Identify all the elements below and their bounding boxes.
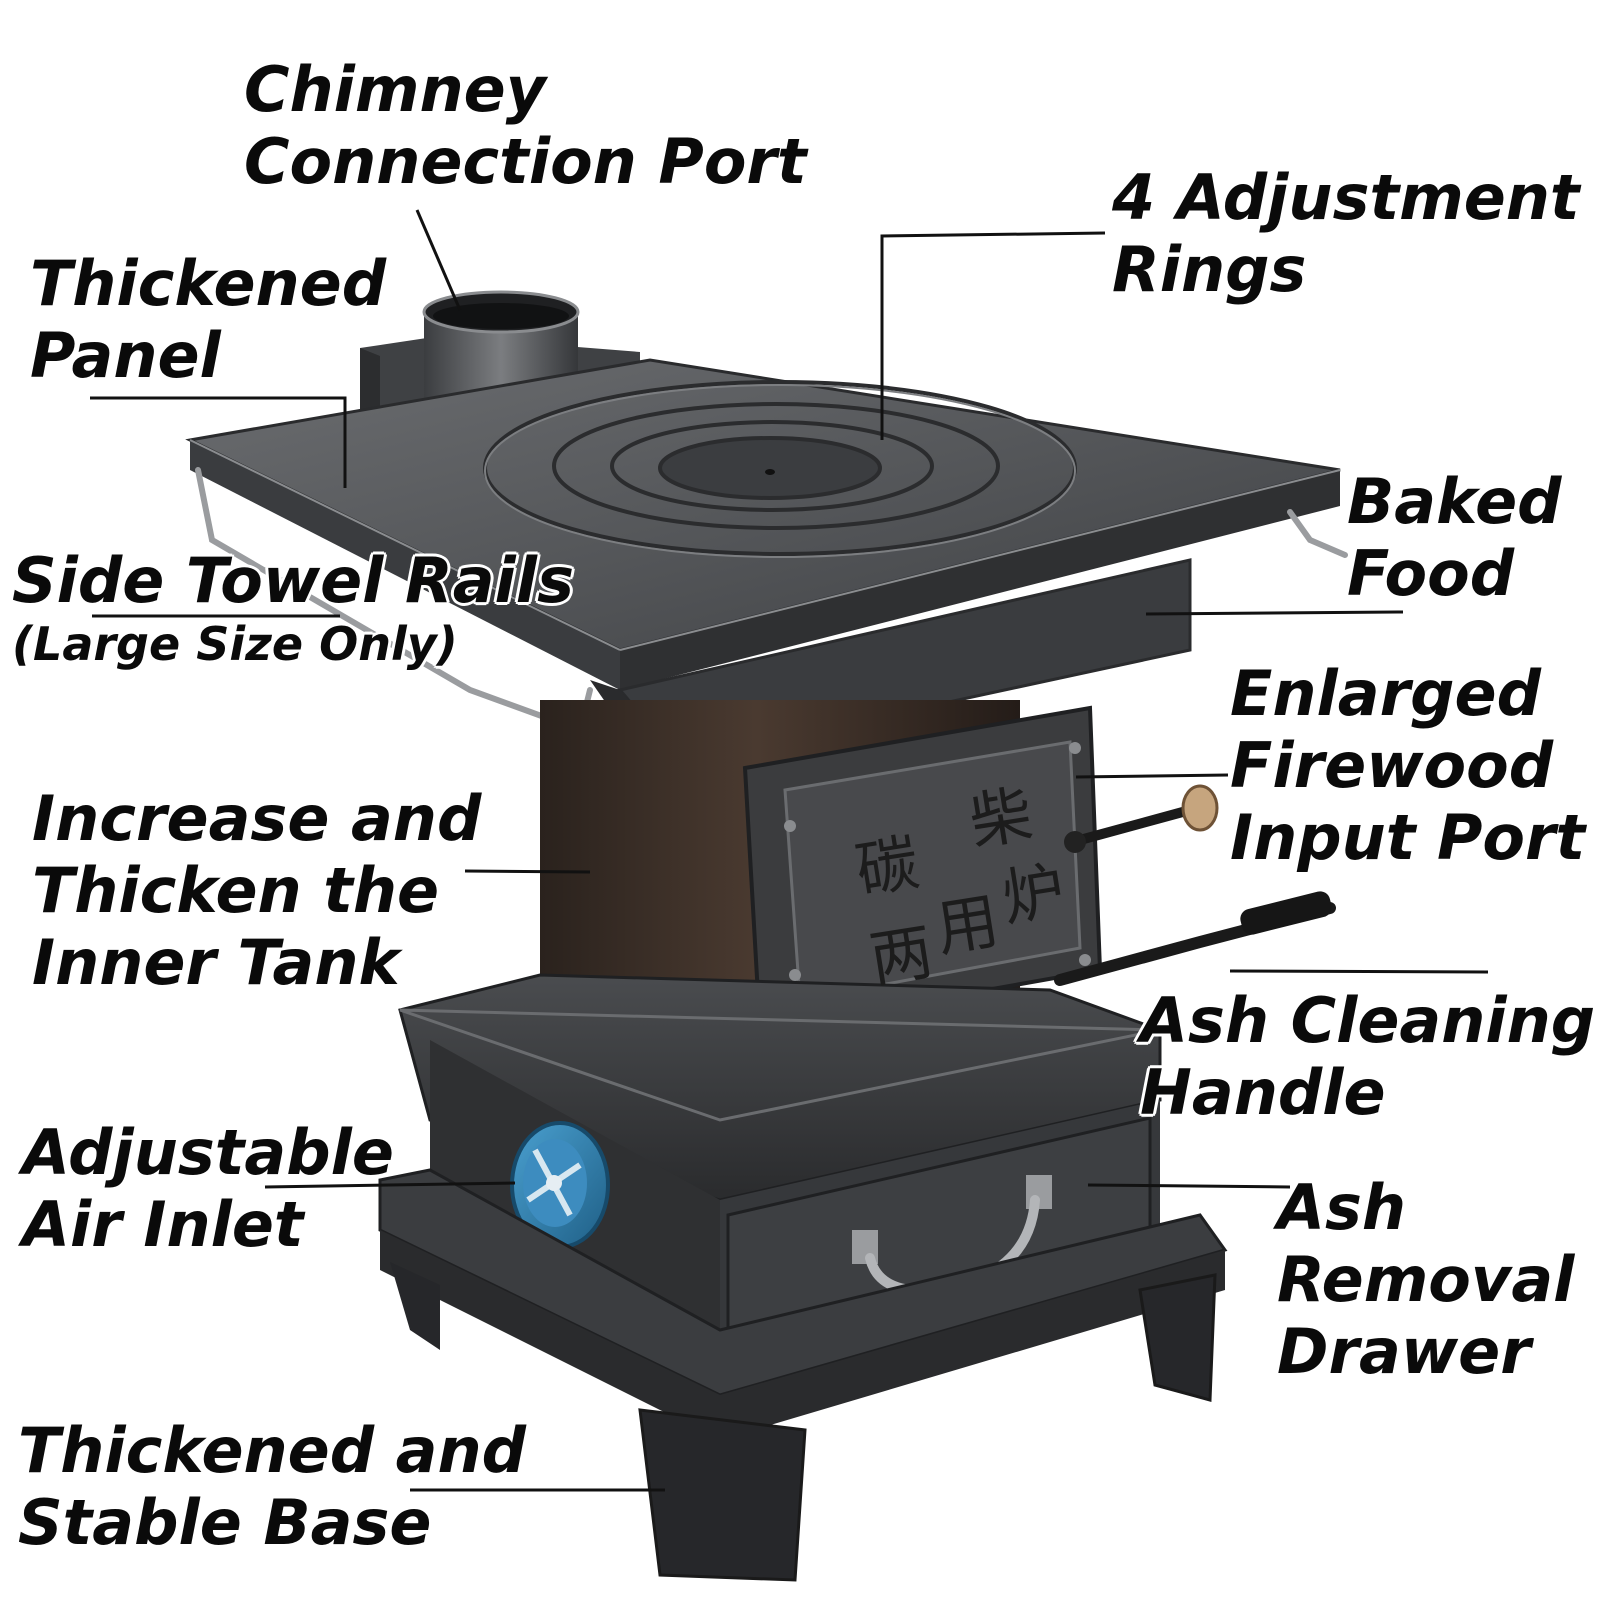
label-rails-note: (Large Size Only)	[12, 617, 458, 671]
door-char-4: 用	[930, 883, 1004, 966]
door-inscription: 柴 碳 两 用 炉	[824, 758, 1095, 1013]
leader-tank	[464, 869, 591, 874]
base-frame	[378, 1168, 1228, 1582]
adjustment-rings	[483, 380, 1077, 558]
leader-ash-handle	[1229, 969, 1489, 974]
air-inlet-art	[510, 1121, 610, 1249]
label-rails: Side Towel Rails (Large Size Only)	[12, 544, 574, 672]
leader-chimney	[415, 209, 462, 311]
leader-baked	[1145, 610, 1404, 616]
leader-drawer	[1087, 1183, 1291, 1189]
leader-panel	[90, 396, 347, 488]
label-baked: Baked Food	[1347, 465, 1562, 610]
label-base: Thickened and Stable Base	[18, 1414, 527, 1559]
label-tank: Increase and Thicken the Inner Tank	[32, 782, 482, 999]
label-firewood: Enlarged Firewood Input Port	[1230, 657, 1586, 874]
leader-air-inlet	[264, 1181, 516, 1189]
label-rings: 4 Adjustment Rings	[1112, 161, 1580, 306]
door-char-3: 两	[864, 914, 938, 997]
ash-cleaning-handle-art	[1054, 891, 1336, 986]
leader-rings	[880, 231, 1106, 440]
label-chimney: Chimney Connection Port	[244, 53, 807, 198]
leader-lines	[90, 209, 1489, 1492]
door-char-5: 炉	[997, 853, 1070, 936]
leader-firewood	[1075, 773, 1229, 779]
label-air-inlet: Adjustable Air Inlet	[22, 1116, 394, 1261]
label-drawer: Ash Removal Drawer	[1277, 1171, 1575, 1388]
label-ash-handle: Ash Cleaning Handle	[1140, 984, 1596, 1129]
label-panel: Thickened Panel	[30, 247, 387, 392]
top-panel	[185, 358, 1341, 690]
door-char-2: 碳	[850, 825, 924, 908]
